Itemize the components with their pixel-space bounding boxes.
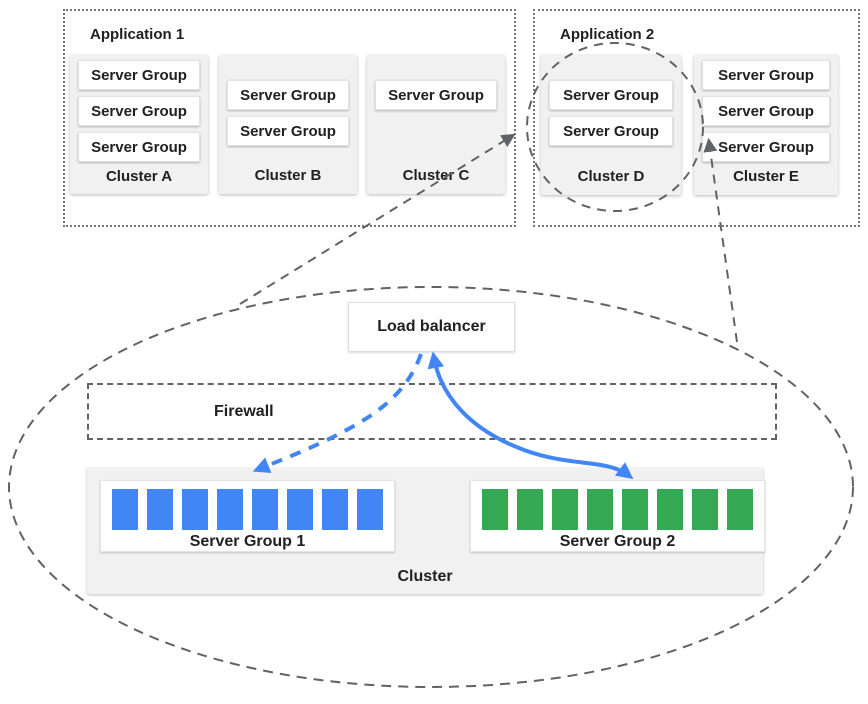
server-bar [357,489,383,530]
cluster-c-label: Cluster C [402,167,470,184]
server-group-1-label: Server Group 1 [189,533,306,550]
server-bar [147,489,173,530]
load-balancer-box: Load balancer [348,302,515,352]
server-bar [182,489,208,530]
server-bar [552,489,578,530]
server-group-node: Server Group [227,80,349,110]
server-group-node: Server Group [549,116,673,146]
load-balancer-label: Load balancer [377,318,486,335]
server-group-node: Server Group [227,116,349,146]
server-group-node: Server Group [702,60,830,90]
server-group-2-box: Server Group 2 [470,480,765,552]
cluster-c-box: Server Group Cluster C [367,55,505,194]
cluster-d-label: Cluster D [577,168,645,185]
server-bar [727,489,753,530]
server-group-node: Server Group [375,80,497,110]
cluster-a-box: Server Group Server Group Server Group C… [70,55,208,194]
server-bar [622,489,648,530]
cluster-b-label: Cluster B [254,167,322,184]
server-bar [112,489,138,530]
server-bar [692,489,718,530]
server-group-1-box: Server Group 1 [100,480,395,552]
server-bar [657,489,683,530]
cluster-d-box: Server Group Server Group Cluster D [541,55,681,195]
server-bar [587,489,613,530]
application-2-title: Application 2 [560,26,655,43]
server-bar [517,489,543,530]
server-group-node: Server Group [702,96,830,126]
cluster-a-label: Cluster A [105,168,173,185]
server-bar [287,489,313,530]
server-bar [252,489,278,530]
cluster-e-box: Server Group Server Group Server Group C… [694,55,838,195]
server-bar [322,489,348,530]
firewall-box: Firewall [87,383,777,440]
server-group-node: Server Group [78,60,200,90]
firewall-label: Firewall [214,402,274,420]
server-group-node: Server Group [702,132,830,162]
detail-cluster-label: Cluster [397,568,453,585]
server-group-node: Server Group [78,132,200,162]
cluster-e-label: Cluster E [733,168,799,185]
application-1-title: Application 1 [90,26,185,43]
server-rack-bars [482,489,753,530]
cluster-b-box: Server Group Server Group Cluster B [219,55,357,194]
server-bar [482,489,508,530]
server-group-node: Server Group [78,96,200,126]
server-rack-bars [112,489,383,530]
server-group-2-label: Server Group 2 [559,533,676,550]
server-group-node: Server Group [549,80,673,110]
server-bar [217,489,243,530]
